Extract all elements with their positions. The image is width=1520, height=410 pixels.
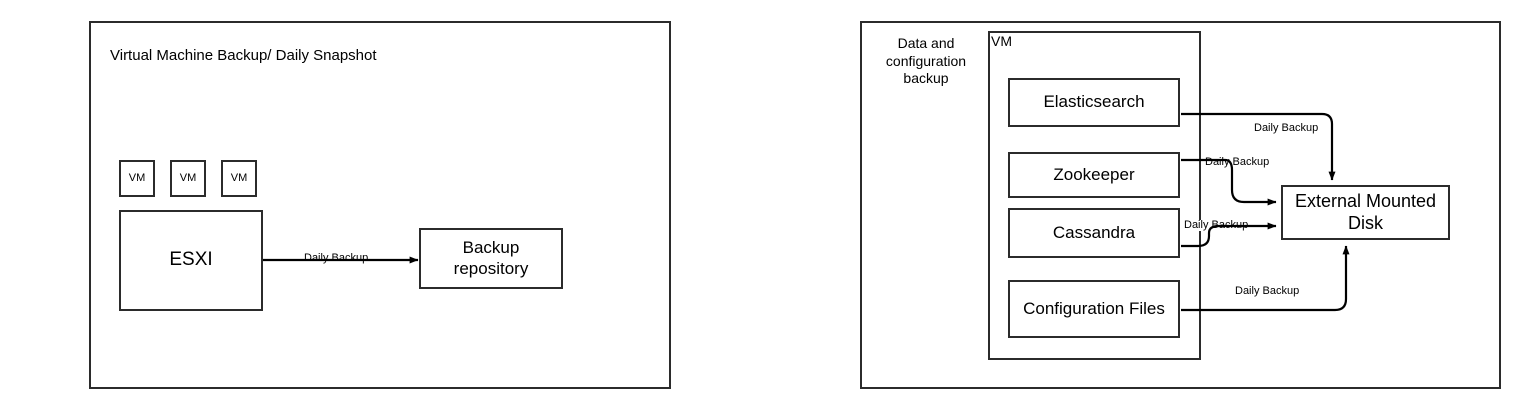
node-esxi: ESXI	[119, 210, 263, 311]
edge-label-cassandra-to-disk: Daily Backup	[1182, 219, 1251, 231]
edge-label-elasticsearch-to-disk: Daily Backup	[1251, 123, 1322, 134]
node-backup-repository: Backup repository	[419, 228, 563, 289]
panel-left-title: Virtual Machine Backup/ Daily Snapshot	[110, 47, 377, 64]
node-elasticsearch: Elasticsearch	[1008, 78, 1180, 127]
vm-chip-1: VM	[119, 160, 155, 197]
node-zookeeper: Zookeeper	[1008, 152, 1180, 198]
vm-chip-2: VM	[170, 160, 206, 197]
vm-chip-3: VM	[221, 160, 257, 197]
node-cassandra: Cassandra	[1008, 208, 1180, 258]
edge-label-configuration-files-to-disk: Daily Backup	[1232, 286, 1303, 297]
vm-container-label: VM	[991, 33, 1012, 49]
panel-virtual-machine-backup	[89, 21, 671, 389]
node-configuration-files: Configuration Files	[1008, 280, 1180, 338]
panel-right-caption: Data and configuration backup	[885, 35, 967, 86]
edge-label-zookeeper-to-disk: Daily Backup	[1203, 156, 1272, 168]
node-external-mounted-disk: External Mounted Disk	[1281, 185, 1450, 240]
edge-label-esxi-to-backup-repository: Daily Backup	[301, 253, 372, 264]
